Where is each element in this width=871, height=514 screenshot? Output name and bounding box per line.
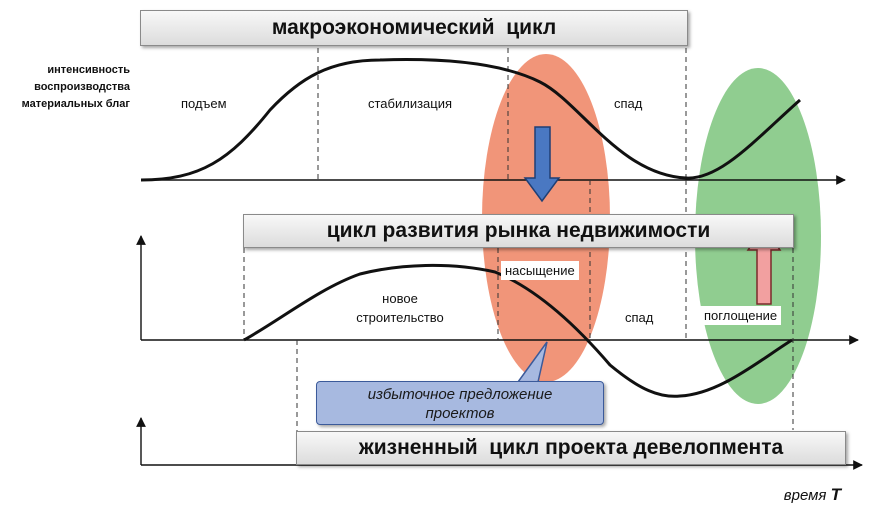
market-phase-absorption: поглощение — [700, 306, 782, 325]
market-phase-new-construction: новое строительство — [356, 291, 444, 325]
phase-dividers — [243, 48, 794, 432]
project-cycle-banner: жизненный цикл проекта девелопмента — [296, 431, 846, 465]
time-axis-title: время T — [784, 485, 841, 505]
time-axis-symbol: T — [830, 485, 841, 504]
down-arrow — [523, 126, 561, 203]
macro-phase-stabilization: стабилизация — [368, 96, 453, 111]
time-axis-label: время — [783, 487, 827, 504]
macro-cycle-curve — [140, 58, 801, 182]
macro-phase-decline: спад — [614, 96, 643, 111]
oversupply-callout: избыточное предложение проектов — [316, 381, 604, 425]
macro-cycle-banner: макроэкономический цикл — [140, 10, 688, 46]
macro-phase-rise: подъем — [181, 96, 227, 111]
market-phase-decline: спад — [625, 310, 654, 325]
market-cycle-curve — [243, 263, 793, 398]
market-cycle-banner: цикл развития рынка недвижимости — [243, 214, 794, 248]
y-axis-label: интенсивность воспроизводства материальн… — [21, 64, 130, 110]
market-phase-saturation: насыщение — [501, 261, 579, 280]
